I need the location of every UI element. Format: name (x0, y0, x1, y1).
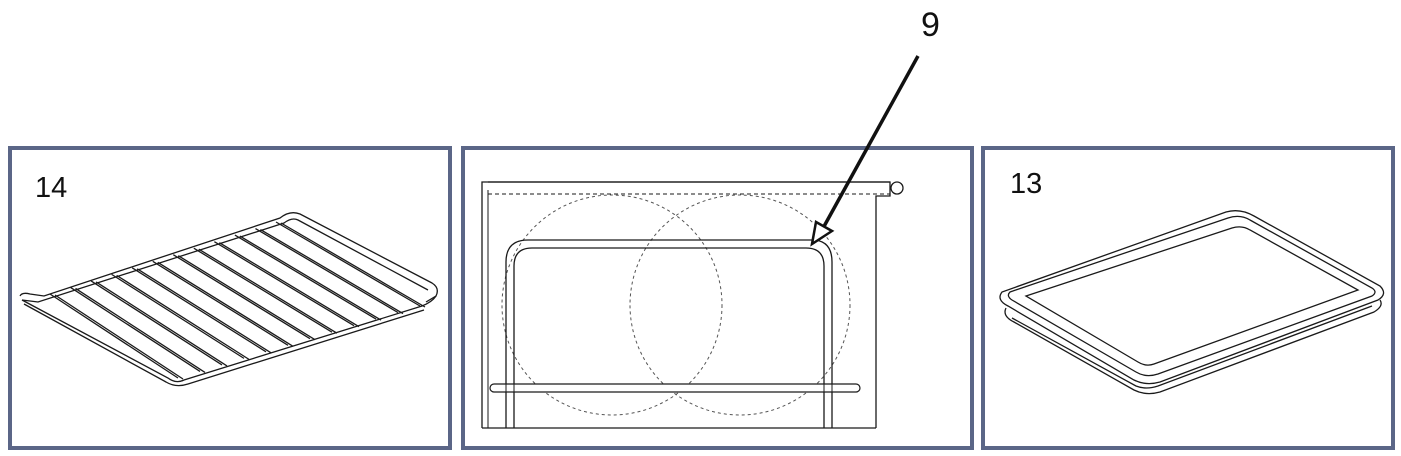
wire-rack-panel (8, 146, 452, 450)
rack-slat (177, 255, 316, 341)
oven-interior-panel (461, 146, 974, 450)
rack-slat (214, 241, 355, 327)
rack-slat (193, 247, 333, 333)
rack-slat (54, 294, 184, 380)
rack-slat (280, 222, 426, 308)
shelf-rail (489, 383, 861, 393)
rack-slat (70, 286, 201, 372)
heating-rod (505, 239, 833, 428)
rack-slat (49, 293, 179, 379)
rack-slat (172, 254, 311, 340)
rack-slat (90, 280, 223, 366)
rack-slat (198, 248, 338, 334)
rack-slat (116, 274, 250, 360)
rack-slat (152, 260, 289, 346)
rack-slat (136, 268, 272, 354)
rack-slat (219, 242, 360, 328)
rack-slat (131, 267, 267, 353)
rack-slat (95, 281, 228, 367)
fan-circle-left (501, 194, 723, 416)
rack-slat (157, 261, 294, 347)
baking-tray-panel (981, 146, 1395, 450)
baking-tray-label: 13 (1010, 168, 1043, 200)
rack-slat (111, 273, 245, 359)
callout-arrow (810, 55, 920, 247)
oven-interior-icon (481, 181, 904, 429)
callout-label-9: 9 (921, 6, 940, 44)
rack-slat (255, 227, 399, 314)
fan-circle-right (629, 194, 851, 416)
rack-slat (239, 235, 382, 321)
oven-cavity (481, 181, 891, 428)
wire-rack-label: 14 (35, 172, 68, 204)
baking-tray-icon (999, 210, 1385, 395)
rack-slat (275, 221, 421, 307)
rack-slat (234, 234, 377, 320)
wire-rack-icon (19, 212, 438, 387)
rack-slat (75, 287, 206, 373)
rack-slat (260, 228, 404, 315)
